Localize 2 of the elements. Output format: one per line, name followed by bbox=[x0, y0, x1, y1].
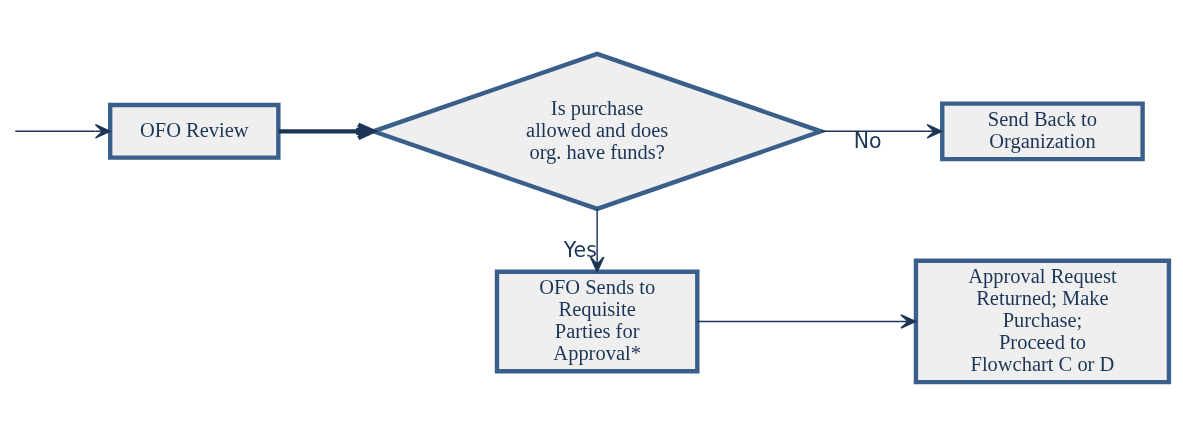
edge-label: Yes bbox=[563, 237, 597, 262]
edge-label: No bbox=[853, 128, 882, 153]
